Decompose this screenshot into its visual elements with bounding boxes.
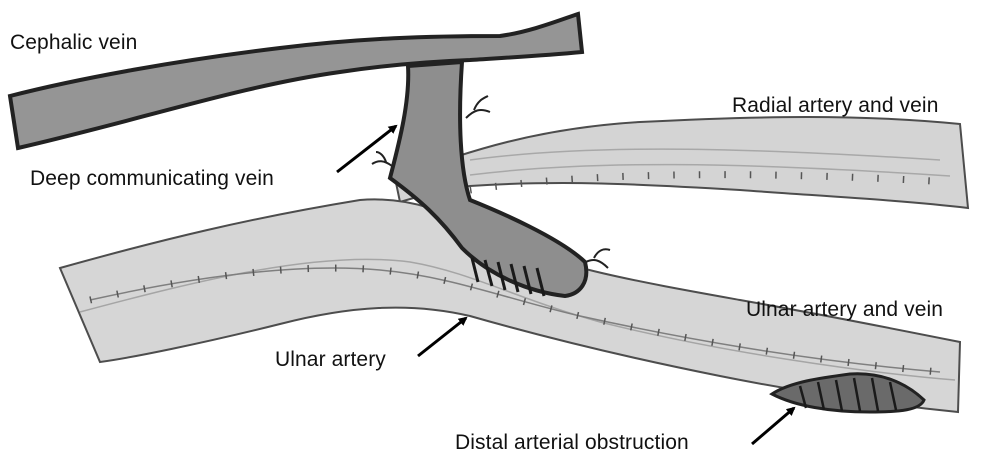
arrow-ulnar-artery	[418, 318, 466, 356]
arrow-distal-obstruction	[752, 408, 794, 444]
deep-communicating-vein-label: Deep communicating vein	[30, 168, 274, 189]
radial-artery-and-vein-label: Radial artery and vein	[732, 95, 938, 116]
ulnar-artery-and-vein-label: Ulnar artery and vein	[746, 299, 943, 320]
arrow-deep-communicating-vein	[337, 126, 396, 172]
radial-artery-and-vein-vessel	[395, 117, 968, 208]
ulnar-artery-label: Ulnar artery	[275, 349, 386, 370]
cephalic-vein-label: Cephalic vein	[10, 32, 137, 53]
distal-arterial-obstruction-label: Distal arterial obstruction	[455, 432, 689, 453]
